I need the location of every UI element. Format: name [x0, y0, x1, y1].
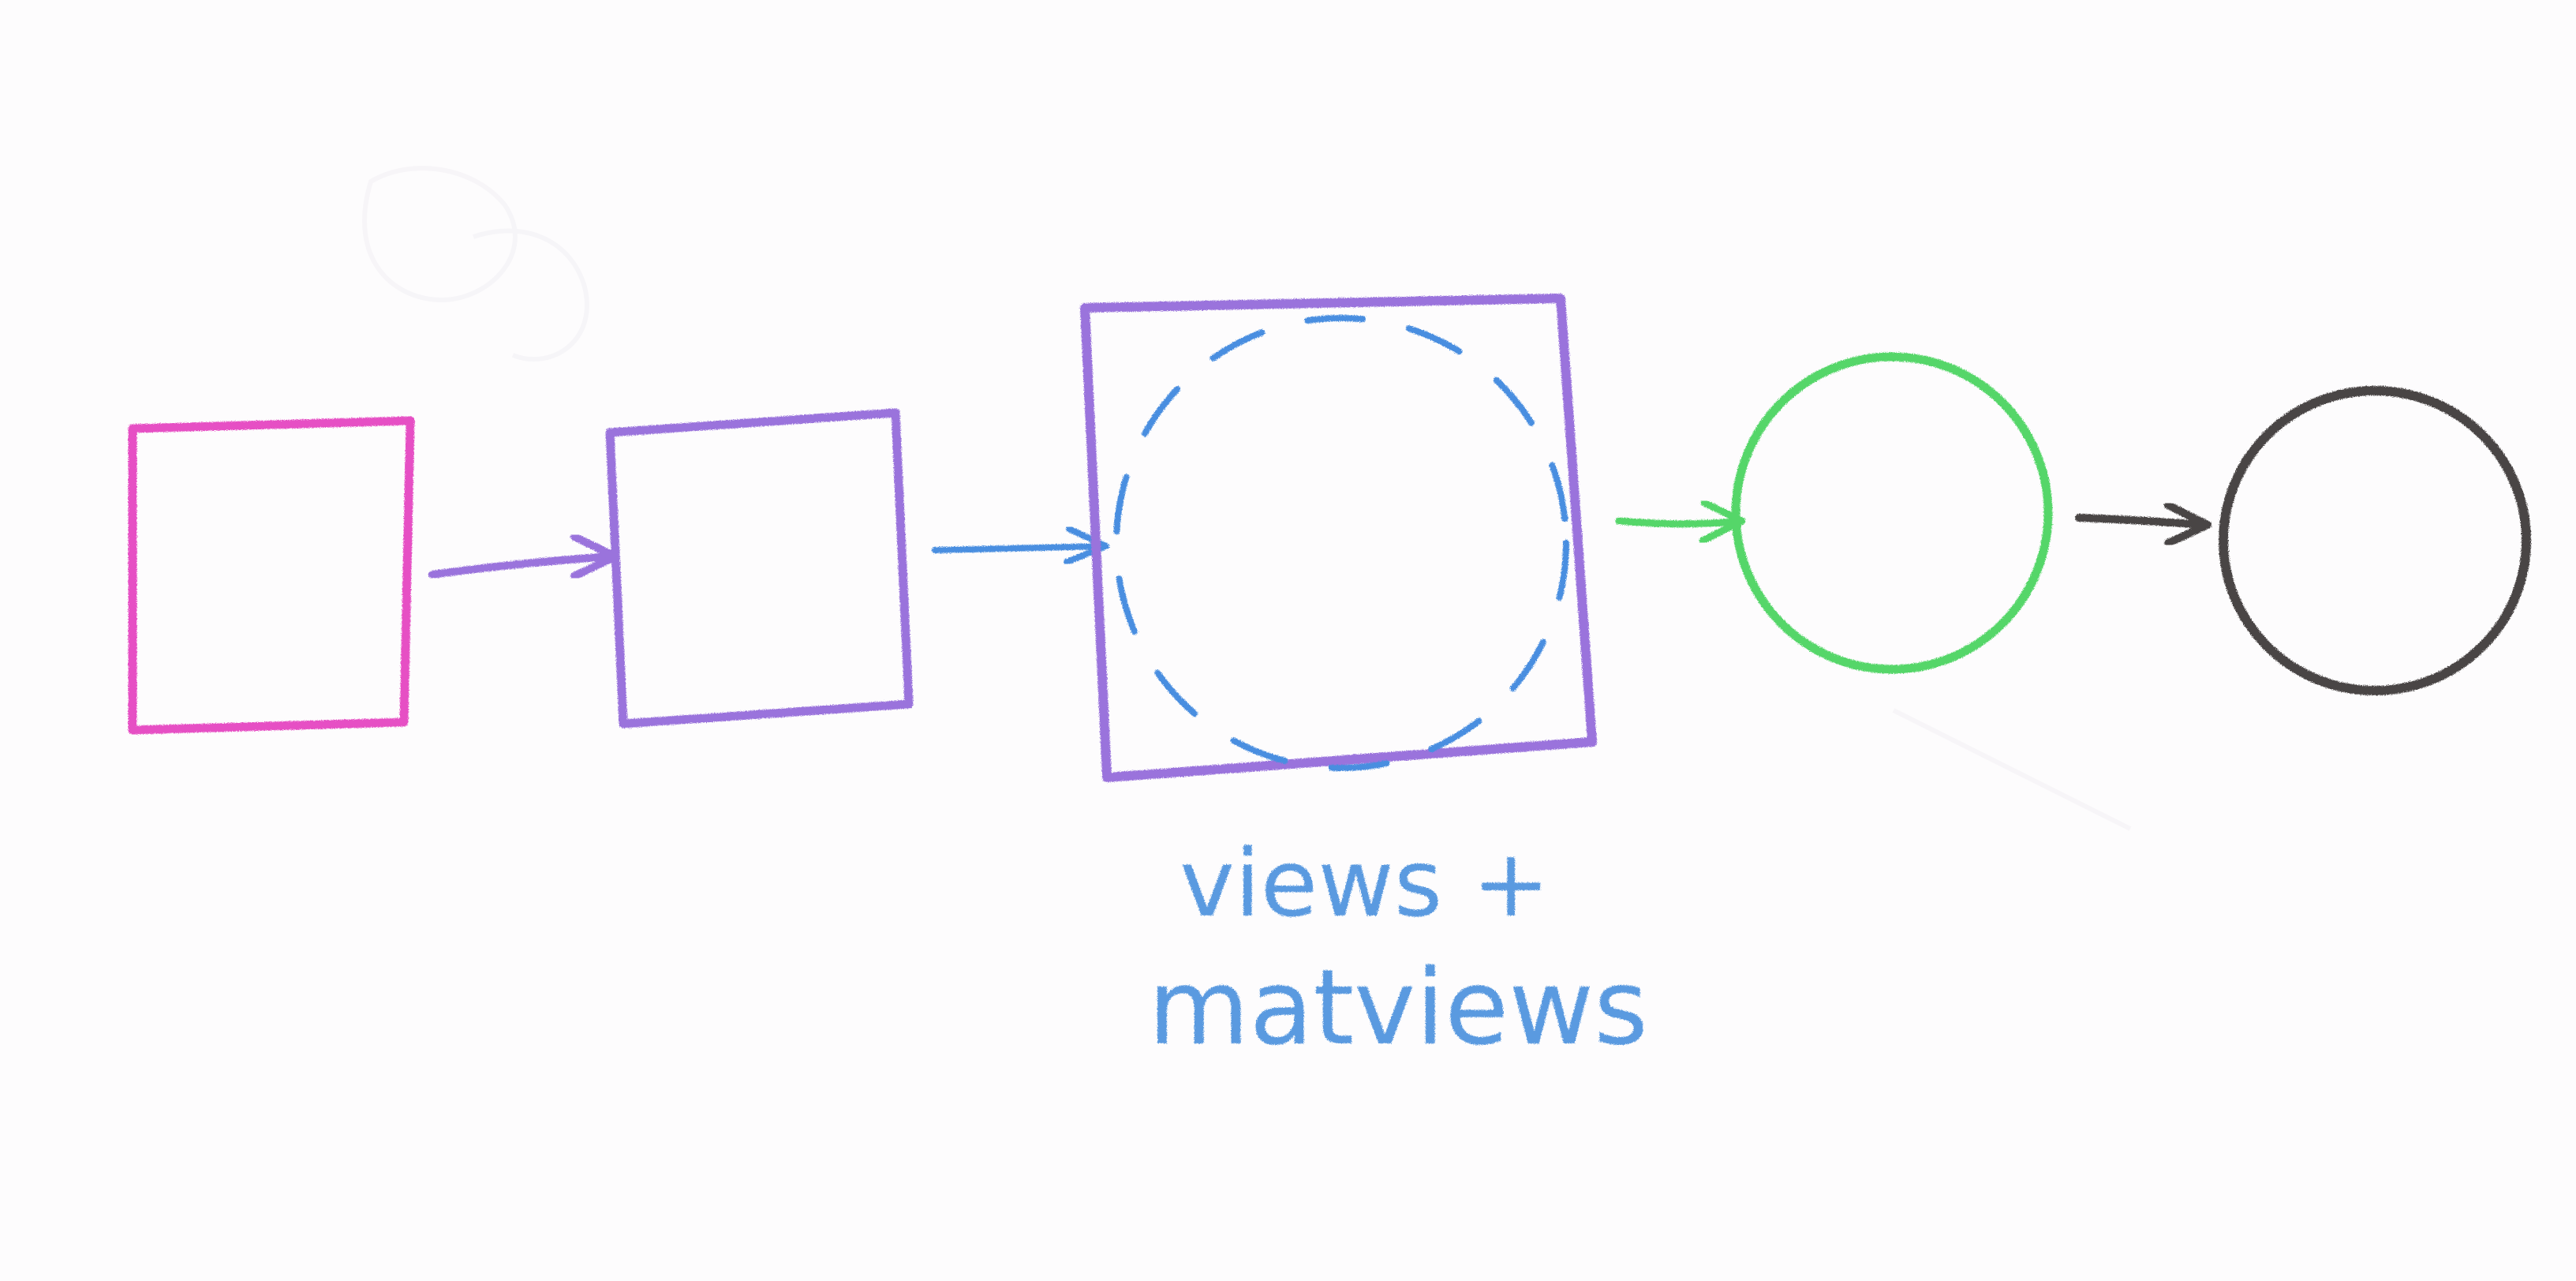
arrow-4-to-5	[2075, 501, 2211, 547]
arrow-3-to-4	[1615, 499, 1746, 545]
node-views-matviews-box	[1080, 294, 1597, 782]
faint-background-sketch	[362, 166, 2132, 831]
node-circle-black	[2219, 386, 2531, 695]
arrow-1-to-2	[428, 533, 619, 580]
arrow-2-to-3	[932, 526, 1109, 565]
node-circle-green	[1731, 352, 2053, 674]
node-square-magenta	[128, 416, 415, 735]
node-square-purple	[605, 408, 914, 729]
annotation-views-plus: views +	[1180, 829, 1550, 938]
views-dashed-circle	[1113, 315, 1569, 771]
annotation-matviews: matviews	[1148, 947, 1648, 1069]
